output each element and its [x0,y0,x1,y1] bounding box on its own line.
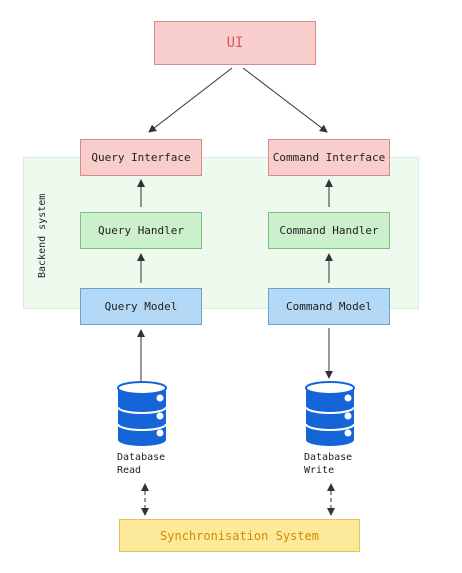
database-read-label-line2: Read [117,465,142,476]
database-read-label-line1: Database [117,452,166,463]
command-model-box: Command Model [268,288,390,325]
database-write-label-line2: Write [304,465,335,476]
arrow-ui-to-query-interface [148,67,233,133]
command-interface-box: Command Interface [268,139,390,176]
ui-box: UI [154,21,316,65]
database-read-label: Database Read [117,451,165,477]
database-write-label-line1: Database [304,452,353,463]
database-write-label: Database Write [304,451,352,477]
query-interface-box: Query Interface [80,139,202,176]
database-read-icon [117,381,167,446]
arrow-ui-to-command-interface [242,67,328,133]
synchronisation-system-box: Synchronisation System [119,519,360,552]
query-handler-box: Query Handler [80,212,202,249]
database-write-icon [305,381,355,446]
query-model-box: Query Model [80,288,202,325]
command-handler-box: Command Handler [268,212,390,249]
